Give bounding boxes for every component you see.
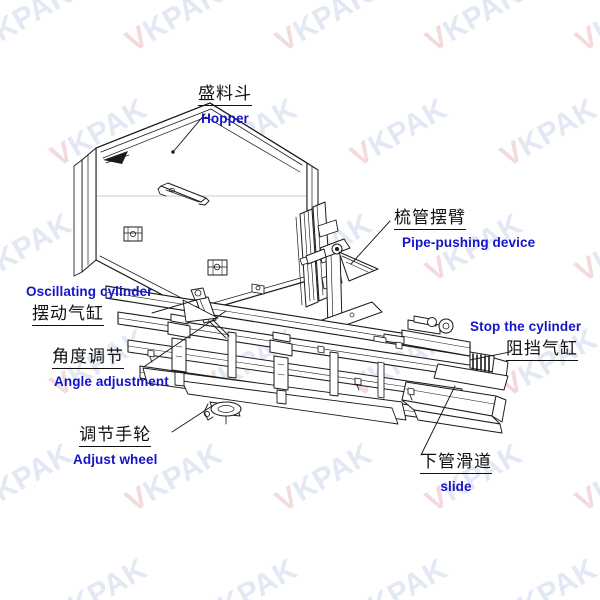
callout-stop-the-cylinder-cn: 阻挡气缸 [506,339,578,362]
callout-adjust-wheel-en: Adjust wheel [73,452,158,468]
callout-hopper-en: Hopper [201,111,249,127]
callout-angle-adjustment: 角度调节 Angle adjustment [52,347,169,391]
callout-oscillating-cylinder: Oscillating cylinder 摆动气缸 [26,283,153,327]
callout-hopper: 盛料斗 Hopper [198,84,252,128]
callout-angle-adjustment-cn: 角度调节 [52,347,124,370]
callout-slide-en: slide [440,479,472,495]
callout-stop-the-cylinder: Stop the cylinder 阻挡气缸 [470,318,582,362]
callout-hopper-cn: 盛料斗 [198,84,252,107]
callout-oscillating-cylinder-cn: 摆动气缸 [32,304,104,327]
callout-angle-adjustment-en: Angle adjustment [54,374,169,390]
callout-oscillating-cylinder-en: Oscillating cylinder [26,284,153,299]
callout-slide: 下管滑道 slide [420,452,492,496]
callout-pipe-pushing-device-en: Pipe-pushing device [402,235,536,251]
callout-pipe-pushing-device-cn: 梳管摆臂 [394,208,466,231]
callout-pipe-pushing-device: 梳管摆臂 Pipe-pushing device [394,208,535,252]
callout-stop-the-cylinder-en: Stop the cylinder [470,319,582,334]
callout-adjust-wheel-cn: 调节手轮 [79,425,152,448]
callout-slide-cn: 下管滑道 [420,452,492,475]
callout-adjust-wheel: 调节手轮 Adjust wheel [73,425,157,469]
